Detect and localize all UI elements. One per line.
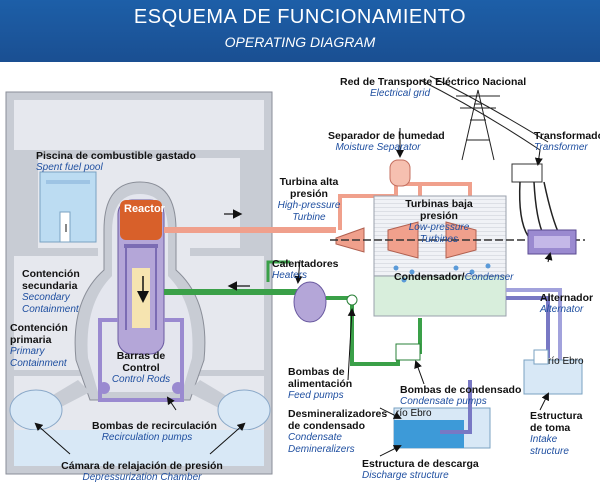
moisture-separator-label: Separador de humedad Moisture Separator [328,130,445,153]
transmission-tower [419,75,549,161]
depressurization-chamber [9,389,271,466]
discharge-structure-label: Estructura de descarga Discharge structu… [362,458,479,481]
moisture-separator [389,159,411,187]
alternator-label: Alternador Alternator [540,292,594,315]
hp-turbine-label: Turbina alta presión High-pressure Turbi… [277,176,341,223]
condenser-label: Condensador/Condenser [394,271,514,283]
spent-fuel-pool [39,171,97,243]
transformer [511,163,561,237]
page-title: ESQUEMA DE FUNCIONAMIENTO [133,6,467,28]
heaters-label: Calentadores Heaters [272,258,339,281]
recirculation-loop [98,318,184,402]
feedwater-line [164,260,422,366]
reactor-label: Reactor [124,203,165,215]
primary-containment-label: Contención primaria Primary Containment [10,322,68,369]
recirculation-pumps-label: Bombas de recirculación Recirculation pu… [92,420,217,443]
page-subtitle: OPERATING DIAGRAM [224,34,376,50]
discharge-structure [393,380,491,449]
rio-ebro-intake-label: río Ebro [548,356,584,367]
depressurization-chamber-label: Cámara de relajación de presión Depressu… [61,460,223,483]
label-pointers [34,95,553,457]
condensate-pumps-label: Bombas de condensado Condensate pumps [400,384,522,407]
spent-fuel-pool-label: Piscina de combustible gastado Spent fue… [36,150,196,173]
demineralizers-label: Desmineralizadores de condensado Condens… [288,408,388,455]
transformer-label: Transformador Transformer [534,130,600,153]
intake-structure-label: Estructura de toma Intake structure [530,410,583,457]
lp-turbines-label: Turbinas baja presión Low-pressure Turbi… [405,198,473,245]
intake-structure [523,349,583,395]
secondary-containment-label: Contención secundaria Secondary Containm… [22,268,80,315]
reactor-vessel [117,199,165,355]
turbine-condenser [330,195,585,376]
grid-label: Red de Transporte Eléctrico Nacional Ele… [340,76,527,99]
rio-ebro-discharge-label: río Ebro [396,408,432,419]
feed-pumps-label: Bombas de alimentación Feed pumps [288,366,353,401]
control-rods-label: Barras de Control Control Rods [111,350,171,385]
alternator [527,229,577,255]
header-banner: ESQUEMA DE FUNCIONAMIENTO OPERATING DIAG… [0,0,600,62]
